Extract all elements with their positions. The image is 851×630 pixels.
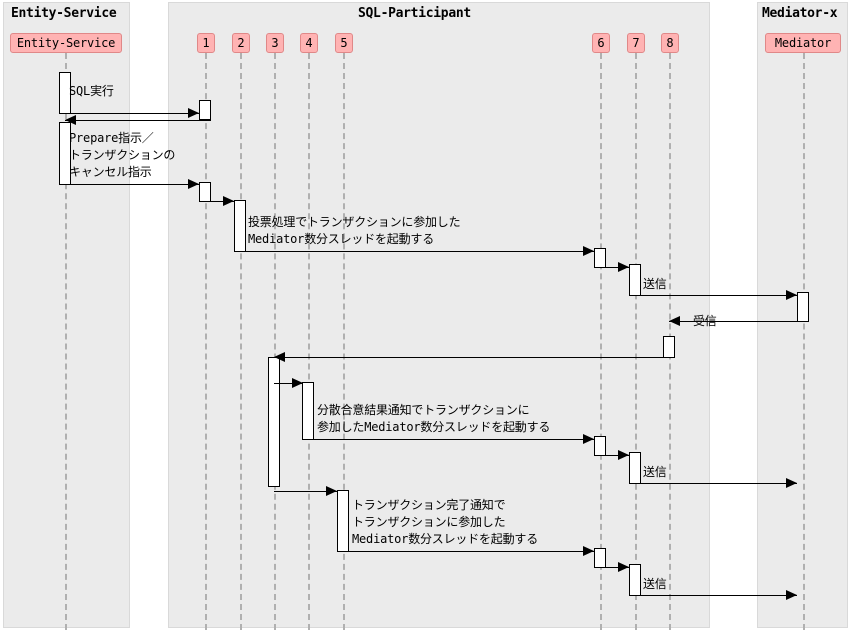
msg-return-p3-line: [274, 357, 675, 358]
msg-prepare-label-2: トランザクションの: [69, 148, 176, 162]
activation-p1-2: [199, 182, 211, 202]
msg-vote-label-2: Mediator数分スレッドを起動する: [248, 232, 434, 246]
activation-p7-2: [629, 452, 641, 484]
msg-receive-1-line: [669, 321, 809, 322]
participant-6[interactable]: 6: [592, 33, 610, 53]
activation-p6-1: [594, 248, 606, 268]
connector-p3-p5-line: [274, 491, 337, 492]
connector-p1-p2-line: [205, 201, 234, 202]
msg-send-3-label: 送信: [643, 577, 667, 591]
activation-p6-3: [594, 548, 606, 568]
actor-mediator[interactable]: Mediator: [765, 33, 841, 53]
msg-send-1-arrowhead: [786, 290, 797, 300]
lifeline-1: [205, 53, 207, 630]
connector-p3-p4-arrowhead: [292, 378, 303, 388]
lifeline-6: [600, 53, 602, 630]
activation-p1-1: [199, 100, 211, 120]
msg-send-2-label: 送信: [643, 465, 667, 479]
msg-complete-line: [343, 551, 594, 552]
msg-complete-label-1: トランザクション完了通知で: [352, 498, 506, 512]
activation-p3-1: [268, 357, 280, 487]
lifeline-5: [343, 53, 345, 630]
msg-vote-label-1: 投票処理でトランザクションに参加した: [248, 215, 461, 229]
msg-send-3-line: [635, 595, 797, 596]
lifeline-mediator: [803, 53, 805, 630]
connector-p6-p7-arrowhead-3: [618, 562, 629, 572]
lane-title-sql-participant: SQL-Participant: [358, 6, 471, 21]
actor-entity-service[interactable]: Entity-Service: [10, 33, 122, 53]
msg-receive-1-arrowhead: [669, 316, 680, 326]
connector-p1-p2-arrowhead: [223, 196, 234, 206]
msg-send-3-arrowhead: [786, 590, 797, 600]
msg-vote-line: [240, 251, 594, 252]
connector-p3-p4-line: [274, 383, 303, 384]
msg-sql-execute-line: [59, 113, 199, 114]
activation-p6-2: [594, 436, 606, 456]
msg-prepare-line: [59, 184, 199, 185]
lane-title-mediator-x: Mediator-x: [762, 6, 838, 21]
msg-return-p3-arrowhead: [274, 352, 285, 362]
msg-send-1-line: [635, 295, 797, 296]
msg-prepare-label-1: Prepare指示／: [69, 131, 154, 145]
activation-p7-3: [629, 564, 641, 596]
msg-complete-label-2: トランザクションに参加した: [352, 515, 506, 529]
activation-p5-1: [337, 490, 349, 552]
activation-p7-1: [629, 264, 641, 296]
msg-receive-1-label: 受信: [693, 314, 717, 328]
lifeline-2: [240, 53, 242, 630]
msg-sql-execute-label: SQL実行: [69, 84, 114, 98]
lane-sql-participant: [168, 2, 710, 628]
msg-complete-arrowhead: [583, 546, 594, 556]
activation-p4-1: [302, 382, 314, 440]
connector-p3-p5-arrowhead: [326, 486, 337, 496]
msg-return-entity-line: [65, 120, 211, 121]
connector-p6-p7-line-2: [600, 455, 629, 456]
msg-return-entity-arrowhead: [65, 115, 76, 125]
msg-send-2-line: [635, 483, 797, 484]
msg-prepare-arrowhead: [188, 179, 199, 189]
participant-7[interactable]: 7: [627, 33, 645, 53]
activation-p2-1: [234, 200, 246, 252]
lifeline-3: [274, 53, 276, 630]
msg-send-2-arrowhead: [786, 478, 797, 488]
participant-2[interactable]: 2: [232, 33, 250, 53]
msg-consensus-label-2: 参加したMediator数分スレッドを起動する: [317, 420, 551, 434]
participant-1[interactable]: 1: [197, 33, 215, 53]
connector-p6-p7-line-1: [600, 267, 629, 268]
msg-consensus-line: [308, 439, 594, 440]
connector-p6-p7-line-3: [600, 567, 629, 568]
msg-consensus-label-1: 分散合意結果通知でトランザクションに: [317, 403, 530, 417]
participant-5[interactable]: 5: [335, 33, 353, 53]
msg-vote-arrowhead: [583, 246, 594, 256]
participant-8[interactable]: 8: [661, 33, 679, 53]
lane-title-entity-service: Entity-Service: [11, 6, 117, 21]
lifeline-4: [308, 53, 310, 630]
participant-3[interactable]: 3: [266, 33, 284, 53]
lifeline-7: [635, 53, 637, 630]
msg-complete-label-3: Mediator数分スレッドを起動する: [352, 532, 538, 546]
activation-p8-1: [663, 336, 675, 358]
connector-p6-p7-arrowhead-1: [618, 262, 629, 272]
msg-prepare-label-3: キャンセル指示: [69, 165, 152, 179]
connector-p6-p7-arrowhead-2: [618, 450, 629, 460]
activation-mediator-1: [797, 292, 809, 322]
msg-sql-execute-arrowhead: [188, 108, 199, 118]
msg-send-1-label: 送信: [643, 277, 667, 291]
lifeline-entity-service: [65, 53, 67, 630]
msg-consensus-arrowhead: [583, 434, 594, 444]
participant-4[interactable]: 4: [300, 33, 318, 53]
